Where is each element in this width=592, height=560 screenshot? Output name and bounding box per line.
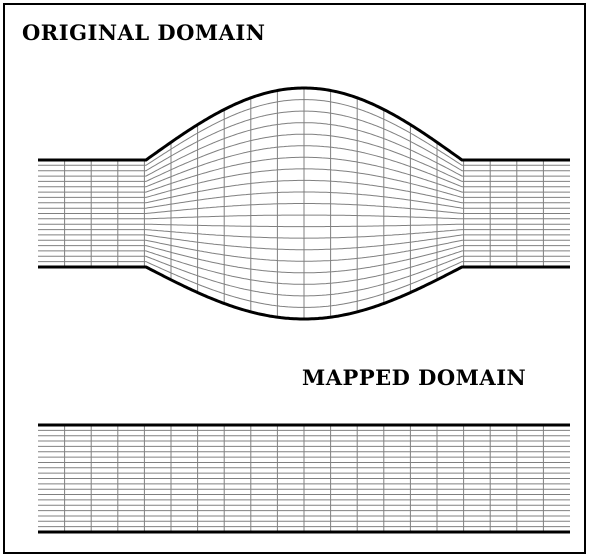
mapped-domain-grid [38,425,570,532]
original-domain-boundary [38,86,570,321]
original-domain-label: ORIGINAL DOMAIN [22,20,265,45]
bottom-boundary [38,265,570,321]
figure-frame [3,3,586,554]
mapped-domain-boundary [38,423,570,534]
original-domain-grid [38,88,570,319]
mapped-domain-label: MAPPED DOMAIN [302,365,526,390]
top-boundary [38,86,570,162]
